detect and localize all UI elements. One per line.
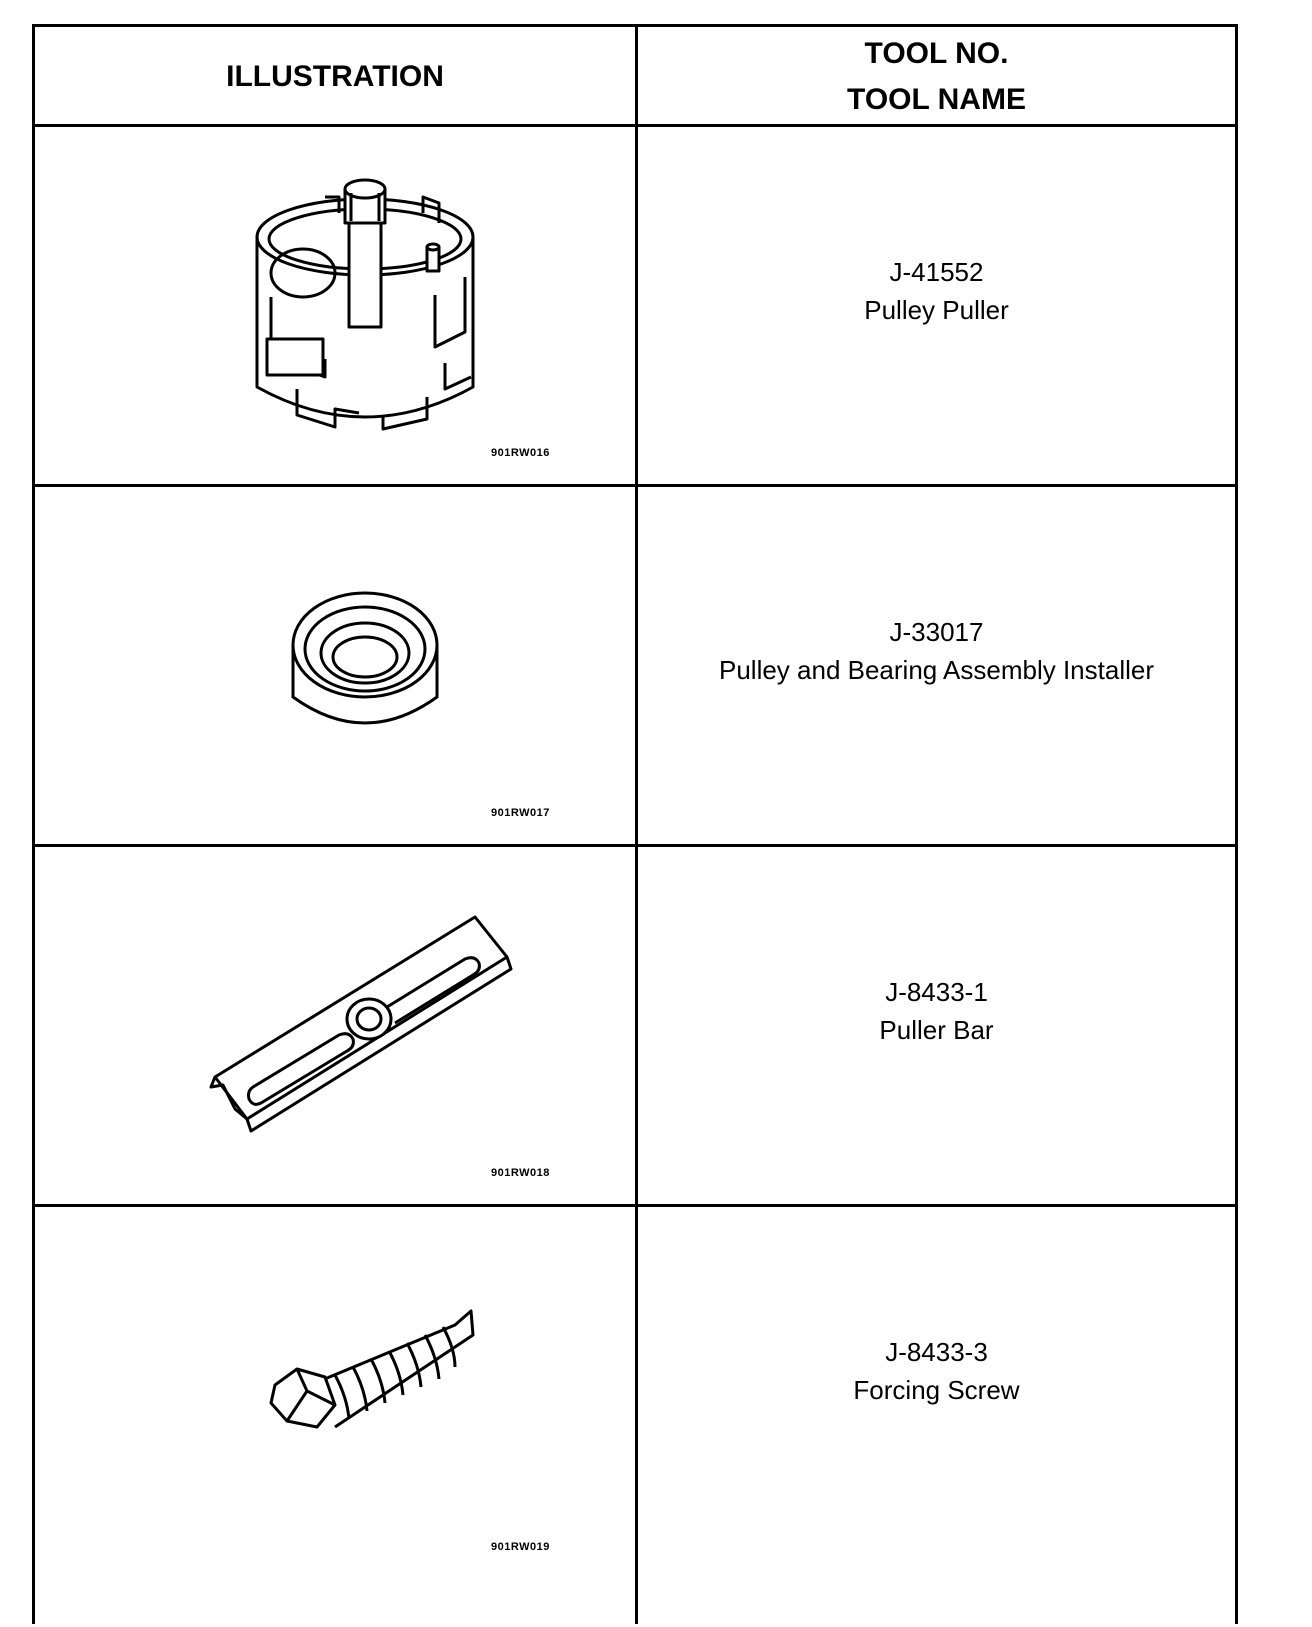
illustration-cell: 901RW019 bbox=[35, 1207, 635, 1627]
header-tool: TOOL NO. TOOL NAME bbox=[638, 27, 1235, 127]
header-tool-no-label: TOOL NO. bbox=[864, 37, 1009, 70]
tool-table: ILLUSTRATION TOOL NO. TOOL NAME bbox=[32, 24, 1238, 1624]
tool-number: J-41552 bbox=[889, 257, 984, 287]
header-tool-name-label: TOOL NAME bbox=[847, 83, 1026, 116]
header-illustration-label: ILLUSTRATION bbox=[226, 60, 444, 93]
figure-code: 901RW018 bbox=[491, 1167, 550, 1179]
pulley-puller-icon bbox=[255, 178, 475, 431]
tool-cell: J-8433-1 Puller Bar bbox=[638, 847, 1235, 1207]
table-row: 901RW017 J-33017 Pulley and Bearing Asse… bbox=[35, 487, 1235, 847]
illustration-cell: 901RW018 bbox=[35, 847, 635, 1207]
illustration-cell: 901RW017 bbox=[35, 487, 635, 847]
table-row: 901RW016 J-41552 Pulley Puller bbox=[35, 127, 1235, 487]
table-row: 901RW018 J-8433-1 Puller Bar bbox=[35, 847, 1235, 1207]
tool-number: J-33017 bbox=[889, 617, 984, 647]
header-illustration: ILLUSTRATION bbox=[35, 27, 635, 127]
tool-number: J-8433-1 bbox=[885, 977, 988, 1007]
row-divider bbox=[35, 1204, 1235, 1207]
tool-name: Pulley and Bearing Assembly Installer bbox=[718, 655, 1154, 685]
illustration-cell: 901RW016 bbox=[35, 127, 635, 487]
tool-number: J-8433-3 bbox=[885, 1337, 988, 1367]
tool-cell: J-41552 Pulley Puller bbox=[638, 127, 1235, 487]
table-row: 901RW019 J-8433-3 Forcing Screw bbox=[35, 1207, 1235, 1627]
puller-bar-icon bbox=[209, 915, 513, 1133]
tool-name: Puller Bar bbox=[879, 1015, 994, 1045]
tool-name: Pulley Puller bbox=[864, 295, 1009, 325]
tool-cell: J-33017 Pulley and Bearing Assembly Inst… bbox=[638, 487, 1235, 847]
bearing-installer-icon bbox=[291, 591, 439, 725]
figure-code: 901RW017 bbox=[491, 807, 550, 819]
row-divider bbox=[35, 844, 1235, 847]
row-divider bbox=[35, 484, 1235, 487]
figure-code: 901RW016 bbox=[491, 447, 550, 459]
figure-code: 901RW019 bbox=[491, 1541, 550, 1553]
header-divider bbox=[35, 124, 1235, 127]
tool-cell: J-8433-3 Forcing Screw bbox=[638, 1207, 1235, 1627]
forcing-screw-icon bbox=[269, 1309, 475, 1429]
tool-name: Forcing Screw bbox=[853, 1375, 1020, 1405]
column-divider bbox=[635, 27, 638, 1624]
